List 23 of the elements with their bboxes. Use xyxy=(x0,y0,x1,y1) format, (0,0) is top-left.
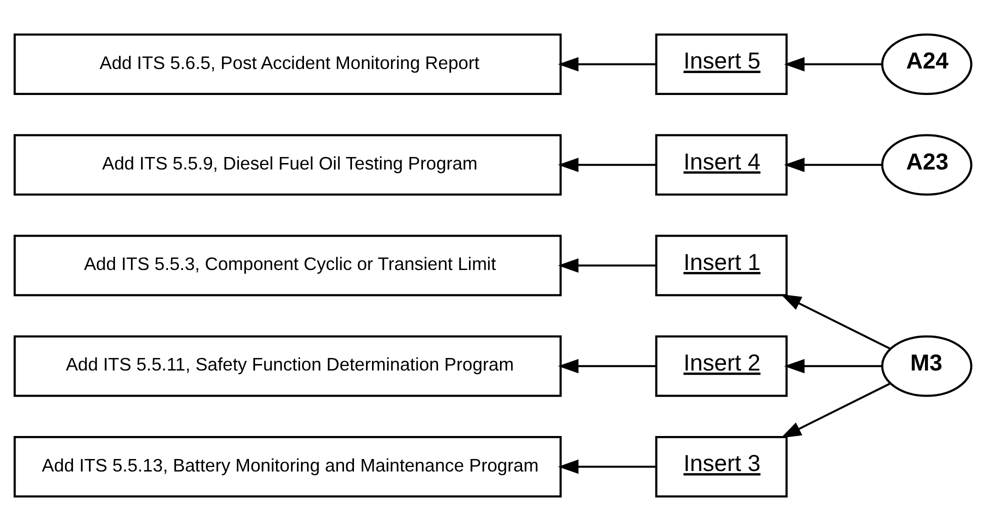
arrow xyxy=(558,56,656,71)
arrow xyxy=(784,157,882,172)
node-box: Add ITS 5.5.13, Battery Monitoring and Maintenance Program xyxy=(14,435,562,497)
node-box: Add ITS 5.5.3, Component Cyclic or Transient Limit xyxy=(14,234,562,296)
node-box: Add ITS 5.5.9, Diesel Fuel Oil Testing Program xyxy=(14,134,562,196)
node-box: Insert 3 xyxy=(655,435,788,497)
node-box: Insert 1 xyxy=(655,234,788,296)
node-box: Insert 5 xyxy=(655,33,788,95)
arrow xyxy=(558,358,656,373)
arrow xyxy=(784,358,882,373)
node-box: Add ITS 5.5.11, Safety Function Determination Program xyxy=(14,334,562,396)
arrow xyxy=(558,459,656,474)
node-ellipse: M3 xyxy=(881,334,972,396)
arrow xyxy=(780,294,891,350)
node-box: Add ITS 5.6.5, Post Accident Monitoring Report xyxy=(14,33,562,95)
node-box: Insert 2 xyxy=(655,334,788,396)
node-box: Insert 4 xyxy=(655,134,788,196)
node-ellipse: A24 xyxy=(881,33,972,95)
arrow xyxy=(780,382,891,438)
arrow xyxy=(558,258,656,272)
arrow xyxy=(558,157,656,172)
arrow xyxy=(784,56,882,71)
node-ellipse: A23 xyxy=(881,134,972,196)
